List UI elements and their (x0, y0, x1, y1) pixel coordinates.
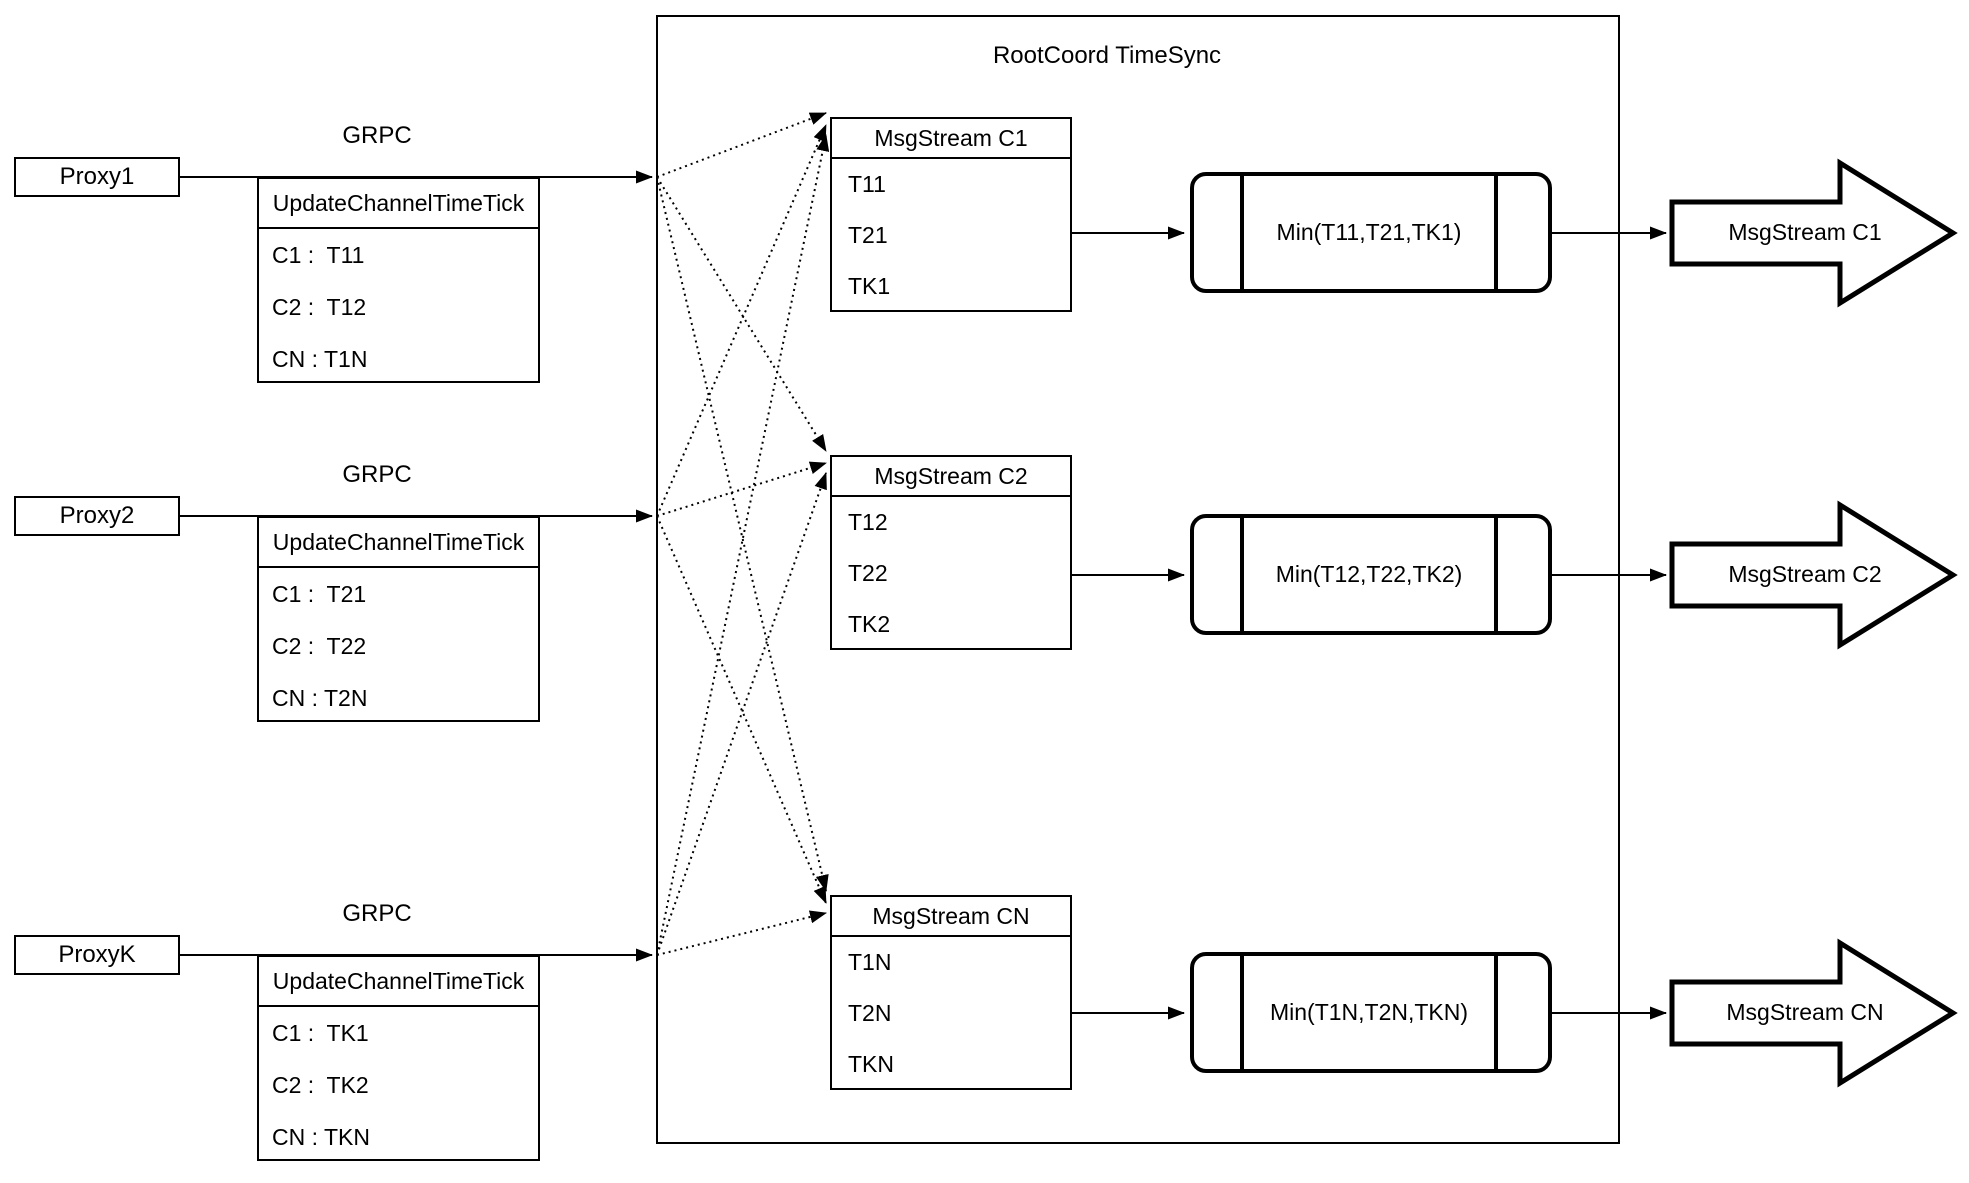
msgstream-table-3-row: TKN (848, 1051, 894, 1077)
min-node-divider (1494, 176, 1498, 289)
min-node-1: Min(T11,T21,TK1) (1190, 172, 1552, 293)
msgstream-table-2: MsgStream C2 T12 T22 TK2 (830, 455, 1072, 650)
msgstream-table-1-row: TK1 (848, 273, 891, 299)
msgstream-table-3-header: MsgStream CN (832, 897, 1070, 937)
update-table-3: UpdateChannelTimeTick C1 : TK1 C2 : TK2 … (257, 955, 540, 1161)
min-node-divider (1240, 518, 1244, 631)
update-table-3-header: UpdateChannelTimeTick (259, 957, 538, 1007)
update-table-2-row: C1 : T21 (272, 581, 367, 607)
min-node-divider (1240, 956, 1244, 1069)
output-arrow-shape-3 (1669, 938, 1958, 1088)
output-arrow-2-label: MsgStream C2 (1728, 561, 1882, 587)
msgstream-table-3-row: T2N (848, 1000, 892, 1026)
update-table-1-header: UpdateChannelTimeTick (259, 179, 538, 229)
update-table-3-row: C1 : TK1 (272, 1020, 369, 1046)
proxy2-box: Proxy2 (14, 496, 180, 536)
min-node-3-label: Min(T1N,T2N,TKN) (1269, 999, 1469, 1025)
update-table-1-row: C2 : T12 (272, 294, 367, 320)
dotted-fanout (656, 112, 830, 956)
update-table-1-row: C1 : T11 (272, 242, 365, 268)
grpc-label-2: GRPC (342, 461, 412, 488)
msgstream-table-2-header: MsgStream C2 (832, 457, 1070, 497)
min-node-2-label: Min(T12,T22,TK2) (1275, 561, 1463, 587)
update-table-2-row: CN : T2N (272, 685, 368, 711)
update-table-2: UpdateChannelTimeTick C1 : T21 C2 : T22 … (257, 516, 540, 722)
output-arrow-1-label: MsgStream C1 (1728, 219, 1882, 245)
msgstream-table-1-row: T21 (848, 222, 888, 248)
msgstream-table-2-row: T22 (848, 560, 888, 586)
update-table-1: UpdateChannelTimeTick C1 : T11 C2 : T12 … (257, 177, 540, 383)
rootcoord-title: RootCoord TimeSync (992, 42, 1222, 69)
rootcoord-timesync-box (656, 15, 1620, 1144)
min-node-1-label: Min(T11,T21,TK1) (1276, 219, 1462, 245)
output-arrow-shape-1 (1669, 158, 1958, 308)
update-table-3-row: CN : TKN (272, 1124, 370, 1150)
grpc-label-1: GRPC (342, 122, 412, 149)
update-table-2-row: C2 : T22 (272, 633, 367, 659)
proxyk-box: ProxyK (14, 935, 180, 975)
msgstream-table-3: MsgStream CN T1N T2N TKN (830, 895, 1072, 1090)
output-arrow-shape-2 (1669, 500, 1958, 650)
msgstream-table-1: MsgStream C1 T11 T21 TK1 (830, 117, 1072, 312)
msgstream-table-1-row: T11 (848, 171, 886, 197)
update-table-3-row: C2 : TK2 (272, 1072, 369, 1098)
msgstream-table-2-row: T12 (848, 509, 888, 535)
min-node-divider (1494, 956, 1498, 1069)
msgstream-table-2-row: TK2 (848, 611, 891, 637)
min-node-2: Min(T12,T22,TK2) (1190, 514, 1552, 635)
min-node-divider (1240, 176, 1244, 289)
min-node-divider (1494, 518, 1498, 631)
update-table-2-header: UpdateChannelTimeTick (259, 518, 538, 568)
min-node-3: Min(T1N,T2N,TKN) (1190, 952, 1552, 1073)
msgstream-table-1-header: MsgStream C1 (832, 119, 1070, 159)
update-table-1-row: CN : T1N (272, 346, 368, 372)
grpc-label-3: GRPC (342, 900, 412, 927)
proxy1-box: Proxy1 (14, 157, 180, 197)
output-arrow-3-label: MsgStream CN (1726, 999, 1884, 1025)
msgstream-table-3-row: T1N (848, 949, 892, 975)
